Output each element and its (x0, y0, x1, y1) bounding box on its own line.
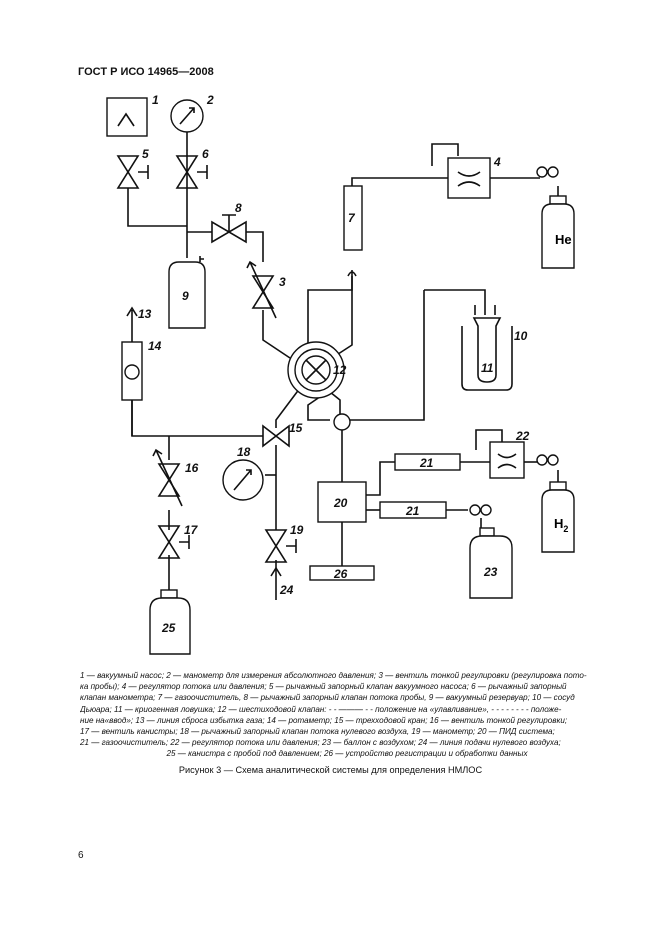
legend-line: 21 — газоочиститель; 22 — регулятор пото… (80, 738, 561, 748)
flow-regulator-22 (489, 441, 525, 479)
data-recorder (309, 565, 375, 581)
label-24: 24 (279, 583, 294, 597)
valve-17-icon (157, 525, 181, 559)
three-way-valve (262, 424, 290, 448)
label-20: 20 (333, 496, 348, 510)
valve-5-icon (116, 155, 140, 189)
legend-line: Дьюара; 11 — криогенная ловушка; 12 — ше… (80, 704, 562, 714)
air-cylinder (469, 535, 513, 599)
label-3: 3 (279, 275, 286, 289)
label-21a: 21 (419, 456, 434, 470)
cryogenic-trap (472, 317, 502, 383)
gas-purifier-7 (343, 185, 363, 251)
label-18: 19 (290, 523, 304, 537)
label-12: 12 (333, 363, 347, 377)
hydrogen-label: H2 (554, 516, 568, 534)
valve-8-icon (211, 220, 247, 244)
legend-line: 1 — вакуумный насос; 2 — манометр для из… (80, 671, 587, 680)
label-21b: 21 (405, 504, 420, 518)
label-23: 23 (483, 565, 498, 579)
figure-legend: 1 — вакуумный насос; 2 — манометр для из… (80, 670, 614, 760)
vacuum-pump (106, 97, 148, 137)
label-11: 11 (481, 361, 494, 375)
valve-18-icon (264, 529, 288, 563)
dewar-vessel (461, 326, 513, 391)
label-10: 10 (514, 329, 528, 343)
legend-line: 17 — вентиль канистры; 18 — рычажный зап… (80, 727, 555, 737)
label-17: 17 (184, 523, 199, 537)
helium-label: He (555, 232, 572, 247)
helium-cylinder (541, 203, 575, 269)
label-2: 2 (206, 93, 214, 107)
zero-air-inlet-arrow (270, 566, 282, 600)
label-22: 22 (515, 429, 530, 443)
analytical-system-diagram: He H2 1 2 3 4 5 6 7 8 9 10 11 12 13 14 1… (106, 93, 575, 655)
label-5: 5 (142, 147, 149, 161)
label-8: 8 (235, 201, 242, 215)
label-1: 1 (152, 93, 159, 107)
label-13: 13 (138, 307, 152, 321)
legend-line: ка пробы); 4 — регулятор потока или давл… (80, 682, 567, 692)
document-header: ГОСТ Р ИСО 14965—2008 (78, 66, 214, 78)
valve-6-icon (175, 155, 199, 189)
label-25: 25 (161, 621, 176, 635)
flow-regulator-4 (447, 157, 491, 199)
label-16: 16 (185, 461, 199, 475)
gas-purifier-21b (379, 501, 447, 519)
label-4: 4 (493, 155, 501, 169)
label-15: 15 (289, 421, 303, 435)
legend-line: ние на«ввод»; 13 — линия сброса избытка … (80, 715, 568, 725)
fid-system (317, 481, 367, 523)
label-9: 9 (182, 289, 189, 303)
label-26: 26 (333, 567, 348, 581)
pump-arrow-icon (117, 112, 135, 127)
label-6: 6 (202, 147, 209, 161)
vacuum-reservoir (168, 261, 206, 329)
sample-canister (149, 597, 191, 655)
legend-line: 25 — канистра с пробой под давлением; 26… (166, 749, 528, 759)
legend-line: клапан манометра; 7 — газоочиститель, 8 … (80, 693, 575, 703)
label-19: 18 (237, 445, 251, 459)
hydrogen-cylinder (541, 489, 575, 553)
vent-arrow-icon (126, 306, 138, 318)
label-7: 7 (348, 211, 356, 225)
label-14: 14 (148, 339, 162, 353)
gas-purifier-21a (394, 453, 461, 471)
page-number: 6 (78, 850, 84, 861)
figure-caption: Рисунок 3 — Схема аналитической системы … (178, 765, 483, 775)
